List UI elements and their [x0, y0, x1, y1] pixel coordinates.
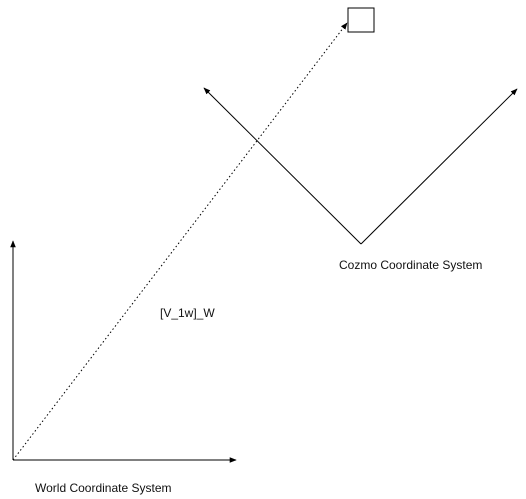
cozmo-left-axis: [203, 87, 362, 245]
world-coordinate-frame: [10, 240, 237, 463]
vector-dotted-arrow: [12, 22, 348, 461]
cozmo-right-axis: [360, 88, 518, 245]
world-frame-label: World Coordinate System: [35, 481, 172, 495]
cozmo-coordinate-frame: [203, 87, 518, 245]
vector-label: [V_1w]_W: [160, 306, 215, 320]
cozmo-frame-label: Cozmo Coordinate System: [339, 258, 482, 272]
target-box: [347, 7, 375, 33]
